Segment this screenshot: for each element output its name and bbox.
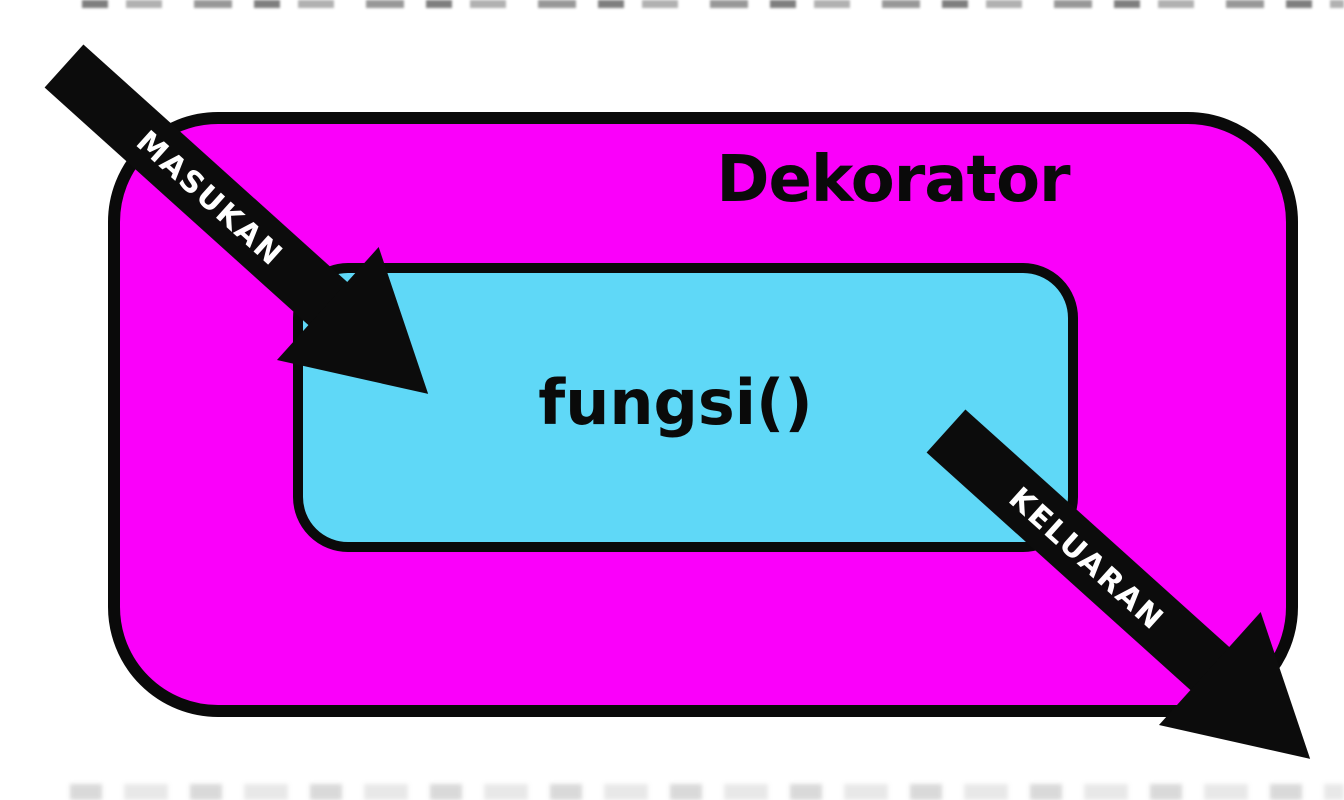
top-edge-artifact [82,0,1344,8]
function-label: fungsi() [538,366,813,439]
bottom-edge-artifact [70,784,1344,800]
function-box: fungsi() [293,263,1078,552]
decorator-label: Dekorator [716,143,1070,217]
